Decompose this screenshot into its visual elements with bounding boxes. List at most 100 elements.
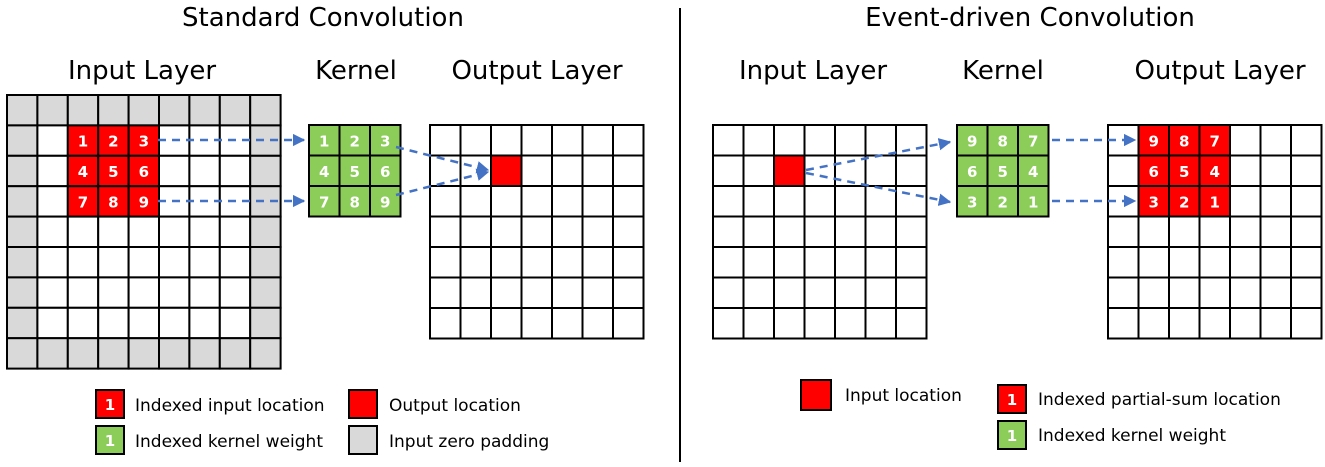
output-cell <box>551 246 584 279</box>
output-cell <box>551 215 584 248</box>
output-cell <box>1229 246 1262 279</box>
kernel-weight-cell-number: 3 <box>380 132 390 150</box>
input-cell <box>127 276 161 309</box>
output-cell <box>1198 307 1231 340</box>
input-cell <box>188 246 221 279</box>
input-cell <box>218 276 252 309</box>
kernel-to-output-top-arrow <box>395 145 490 174</box>
kernel-weight-cell <box>369 185 402 218</box>
input-cell <box>712 124 745 157</box>
padding-cell <box>249 306 282 340</box>
kernel-weight-cell-number: 5 <box>350 163 360 181</box>
partial-sum-cell-number: 2 <box>1179 193 1189 211</box>
padding-cell <box>6 185 39 218</box>
legend-red-numbered-swatch <box>95 389 125 419</box>
padding-cell <box>249 246 282 279</box>
kernel-weight-cell <box>986 124 1019 157</box>
input-cell <box>188 154 221 188</box>
input-cell <box>834 276 867 309</box>
input-cell <box>864 154 897 187</box>
padding-cell <box>6 306 39 340</box>
kernel-weight-cell-number: 9 <box>967 132 977 150</box>
partial-sum-cell-number: 3 <box>1149 193 1159 211</box>
input-cell <box>895 154 928 187</box>
kernel-weight-cell-number: 7 <box>1028 132 1038 150</box>
legend-partial-sum-swatch <box>997 384 1027 414</box>
right-output-layer-label: Output Layer <box>1134 56 1305 86</box>
output-cell <box>520 307 553 340</box>
event-driven-convolution-title: Event-driven Convolution <box>865 3 1195 33</box>
input-cell <box>158 306 191 340</box>
padding-cell <box>249 337 282 370</box>
input-cell <box>127 246 161 279</box>
left-output-layer-label: Output Layer <box>451 56 622 86</box>
output-cell <box>459 154 492 187</box>
output-cell <box>551 307 584 340</box>
output-cell <box>520 154 553 187</box>
input-cell <box>218 215 252 249</box>
output-cell <box>459 246 492 279</box>
input-cell <box>188 306 221 340</box>
arrows <box>158 133 1137 208</box>
kernel-weight-cell-number: 4 <box>319 163 329 181</box>
input-cell <box>803 307 836 340</box>
legend-indexed-kernel-weight: Indexed kernel weight <box>135 432 323 452</box>
input-cell <box>803 154 836 187</box>
padding-cell <box>6 337 39 370</box>
output-cell <box>1137 276 1170 309</box>
output-cell <box>429 246 462 279</box>
partial-sum-cell <box>1198 185 1231 218</box>
input-cell <box>803 124 836 157</box>
padding-cell <box>218 94 252 127</box>
legend-green-numbered-swatch <box>95 425 125 455</box>
kernel-weight-cell-number: 9 <box>380 193 390 211</box>
output-cell <box>1137 246 1170 279</box>
output-cell <box>612 215 645 248</box>
output-cell <box>1290 124 1323 157</box>
input-cell <box>188 215 221 249</box>
padding-cell <box>158 337 191 370</box>
input-cell <box>66 246 100 279</box>
output-cell <box>612 246 645 279</box>
input-cell <box>158 246 191 279</box>
output-cell <box>581 154 614 187</box>
input-cell <box>895 215 928 248</box>
legend-green-sample-number: 1 <box>105 432 115 450</box>
input-cell <box>97 276 130 309</box>
output-cell <box>1259 246 1292 279</box>
output-cell <box>551 276 584 309</box>
output-cell <box>459 276 492 309</box>
padding-cell <box>249 215 282 249</box>
input-cell <box>36 276 69 309</box>
output-cell <box>1259 185 1292 218</box>
output-cell <box>520 246 553 279</box>
output-cell <box>581 215 614 248</box>
output-cell <box>490 185 523 218</box>
left-input-layer-label: Input Layer <box>68 56 216 86</box>
output-cell <box>581 185 614 218</box>
output-cell <box>459 215 492 248</box>
input-cell <box>803 276 836 309</box>
input-cell <box>97 306 130 340</box>
legend-output-location-swatch <box>348 389 378 419</box>
kernel-to-output-bottom-arrow <box>395 168 490 197</box>
output-cell <box>1290 154 1323 187</box>
input-cell <box>742 276 775 309</box>
legend-zero-padding-swatch <box>348 425 378 455</box>
output-cell <box>1259 307 1292 340</box>
output-cell <box>1107 276 1140 309</box>
input-cell <box>895 124 928 157</box>
output-cell <box>1290 185 1323 218</box>
kernel-weight-cell-number: 5 <box>998 163 1008 181</box>
input-cell <box>864 124 897 157</box>
output-cell <box>551 154 584 187</box>
kernel-weight-cell <box>1017 154 1050 187</box>
output-cell <box>520 215 553 248</box>
input-cell <box>773 215 806 248</box>
output-cell <box>1290 307 1323 340</box>
output-cell <box>490 246 523 279</box>
input-cell <box>864 307 897 340</box>
indexed-input-cell-number: 2 <box>108 133 118 151</box>
